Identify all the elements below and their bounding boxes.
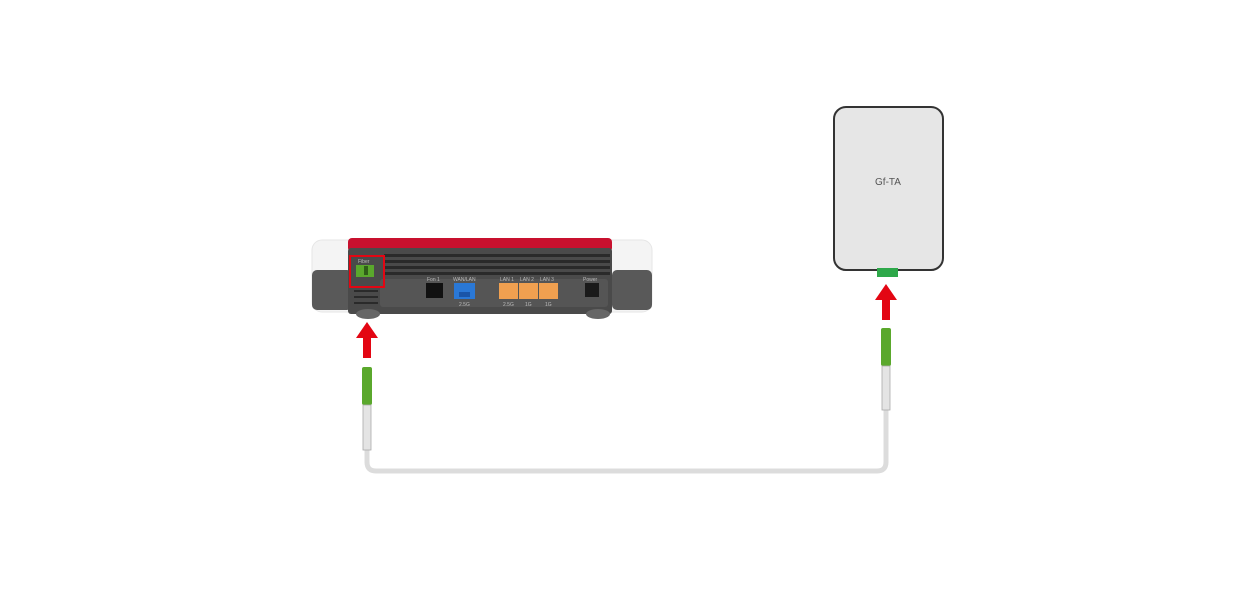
fiber-connector-left — [362, 367, 372, 451]
fiber-cable — [364, 408, 889, 474]
wanlan-port-label: WAN/LAN — [453, 277, 476, 283]
lan3-port-label: LAN 3 — [540, 277, 554, 283]
lan1-speed: 2.5G — [503, 302, 514, 308]
lan3-port — [539, 283, 558, 299]
lan2-port-label: LAN 2 — [520, 277, 534, 283]
fiber-connector-right — [881, 328, 891, 411]
lan2-speed: 1G — [525, 302, 532, 308]
power-port — [585, 283, 599, 297]
arrow-up-icon — [356, 322, 378, 358]
arrow-up-icon — [875, 284, 897, 320]
power-port-label: Power — [583, 277, 598, 283]
lan2-port — [519, 283, 538, 299]
lan3-speed: 1G — [545, 302, 552, 308]
lan1-port — [499, 283, 518, 299]
fon-port — [426, 283, 443, 298]
router: Fiber Fon 1 WAN/LAN 2.5G LAN 1 LAN 2 LAN… — [311, 238, 653, 319]
wanlan-speed: 2.5G — [459, 302, 470, 308]
gf-ta-terminal: Gf-TA — [833, 106, 944, 277]
gf-ta-fiber-port — [877, 268, 898, 277]
lan1-port-label: LAN 1 — [500, 277, 514, 283]
gf-ta-label: Gf-TA — [875, 177, 901, 188]
fon-port-label: Fon 1 — [427, 277, 440, 283]
fiber-port-label: Fiber — [358, 259, 370, 265]
fiber-port-highlight — [349, 255, 385, 288]
